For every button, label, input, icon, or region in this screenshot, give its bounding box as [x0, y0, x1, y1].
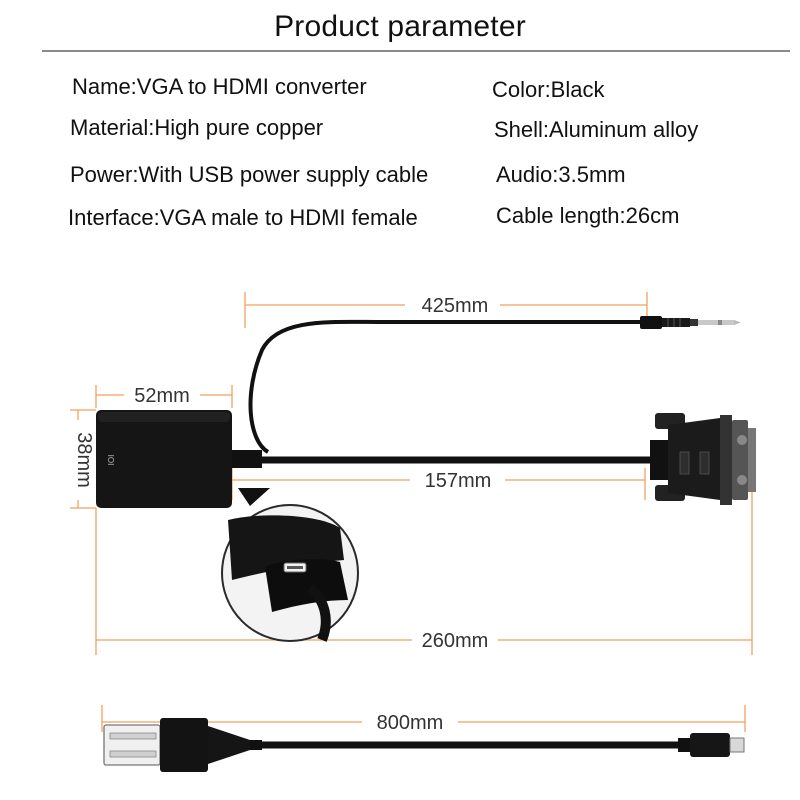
title-divider: [42, 50, 790, 52]
param-interface: Interface:VGA male to HDMI female: [68, 205, 418, 230]
dim-audio-cable-length: 425mm: [422, 295, 489, 317]
audio-cable: [248, 319, 640, 454]
dim-usb-cable-length: 800mm: [377, 712, 444, 734]
hdmi-adapter-box: IOI: [96, 410, 232, 508]
vga-male-connector: [650, 413, 756, 505]
usb-power-cable: [103, 718, 745, 772]
page-title: Product parameter: [274, 10, 526, 43]
vga-cable: [232, 450, 650, 468]
param-shell: Shell:Aluminum alloy: [494, 117, 699, 142]
param-color: Color:Black: [492, 77, 605, 102]
dim-box-width: 52mm: [134, 385, 190, 407]
param-cable-length: Cable length:26cm: [496, 203, 680, 228]
dim-vga-cable-length: 157mm: [425, 470, 492, 492]
audio-jack-3-5mm: [640, 316, 741, 329]
param-name: Name:VGA to HDMI converter: [72, 74, 367, 99]
param-material: Material:High pure copper: [70, 115, 324, 140]
usb-port-zoom-callout: [221, 488, 359, 642]
param-power: Power:With USB power supply cable: [70, 162, 429, 187]
param-audio: Audio:3.5mm: [496, 162, 626, 187]
dimension-lines: [70, 292, 753, 732]
dim-total-length: 260mm: [422, 630, 489, 652]
dim-box-height: 38mm: [73, 432, 95, 488]
hdmi-port-mark: IOI: [106, 455, 115, 466]
